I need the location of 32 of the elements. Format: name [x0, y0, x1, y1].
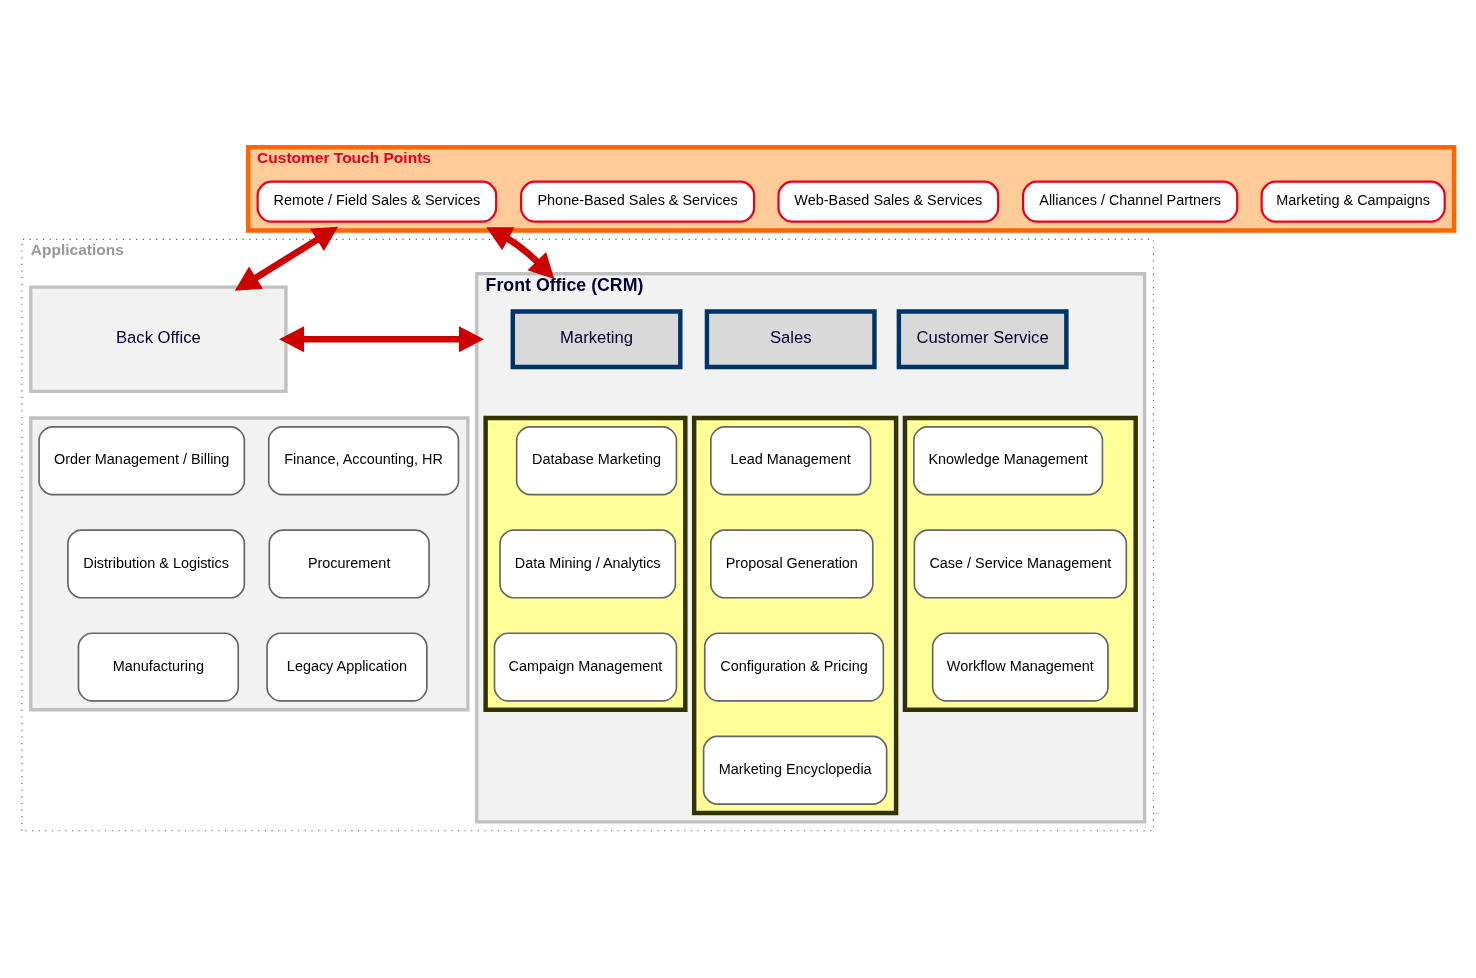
arrow: [234, 226, 339, 291]
node-box: Procurement: [268, 529, 430, 599]
node-box: Database Marketing: [515, 426, 678, 496]
node-box: Back Office: [29, 285, 288, 394]
node-box: Proposal Generation: [710, 529, 874, 599]
node-box: Order Management / Billing: [38, 426, 246, 496]
node-box: Phone-Based Sales & Services: [520, 180, 756, 223]
cluster: [483, 415, 688, 712]
cluster: [691, 415, 899, 816]
node-box: Finance, Accounting, HR: [267, 426, 460, 496]
node-box: Legacy Application: [266, 632, 428, 702]
node-box: Configuration & Pricing: [703, 632, 885, 702]
node-box: Campaign Management: [493, 632, 678, 702]
node-box: Marketing Encyclopedia: [702, 735, 888, 805]
node-box: Data Mining / Analytics: [499, 529, 677, 599]
node-box: Knowledge Management: [913, 426, 1104, 496]
node-box: Sales: [704, 309, 877, 370]
node-box: Alliances / Channel Partners: [1022, 180, 1239, 223]
node-box: Workflow Management: [931, 632, 1109, 702]
node-box: Distribution & Logistics: [67, 529, 246, 599]
node-box: Manufacturing: [77, 632, 240, 702]
arrow: [486, 227, 555, 279]
node-box: Remote / Field Sales & Services: [256, 180, 498, 223]
cluster: [29, 416, 470, 712]
arrow: [279, 326, 484, 353]
node-box: Marketing: [510, 309, 683, 370]
cluster: [902, 415, 1138, 712]
node-box: Marketing & Campaigns: [1260, 180, 1446, 223]
node-box: Lead Management: [710, 426, 872, 496]
node-box: Customer Service: [896, 309, 1069, 370]
node-box: Web-Based Sales & Services: [777, 180, 1000, 223]
node-box: Case / Service Management: [913, 529, 1128, 599]
